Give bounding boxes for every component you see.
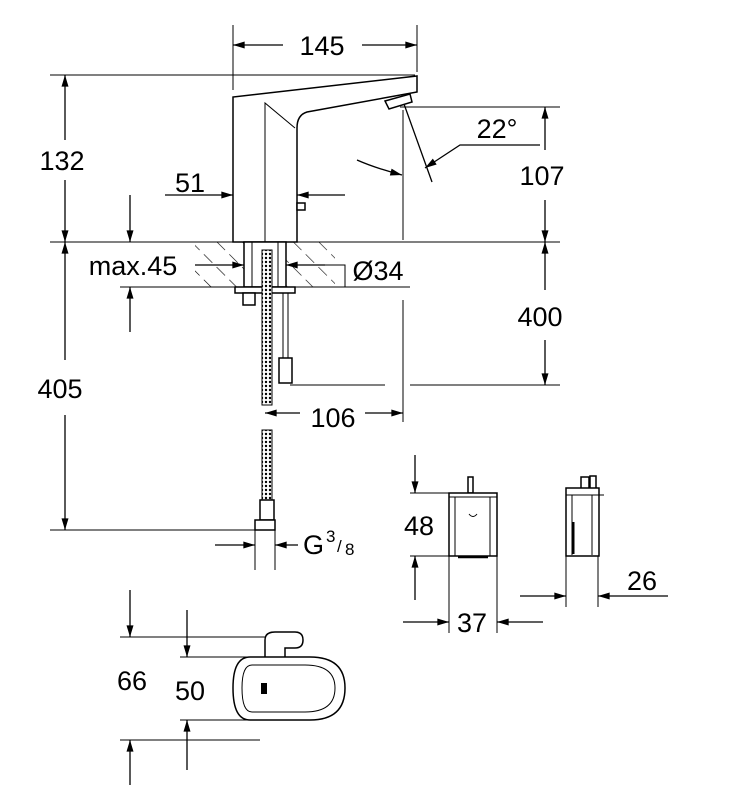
svg-text:8: 8 [345, 540, 354, 559]
dim-thread: G 3 / 8 [303, 527, 354, 560]
battery-box-front [403, 455, 543, 633]
dim-box-width: 37 [457, 608, 487, 638]
hose-lower [261, 429, 273, 503]
dim-base-width: 50 [175, 676, 205, 706]
dim-below-counter: 400 [517, 302, 562, 332]
dim-spout-height: 107 [519, 161, 564, 191]
dim-max-thickness: max.45 [89, 251, 178, 281]
dim-body-width: 51 [175, 168, 205, 198]
faucet-top-view [120, 590, 346, 785]
dim-height-total: 132 [39, 146, 84, 176]
dim-reach: 106 [310, 403, 355, 433]
hose [261, 249, 273, 406]
svg-text:/: / [337, 537, 342, 556]
dim-spout-angle: 22° [477, 114, 518, 144]
dim-hole-diameter: Ø34 [352, 256, 403, 286]
battery-box-side [520, 475, 668, 607]
dim-base-length: 66 [117, 666, 147, 696]
svg-text:3: 3 [326, 527, 335, 546]
dim-box-depth: 26 [627, 566, 657, 596]
dim-box-height: 48 [404, 511, 434, 541]
faucet-side-view [232, 75, 418, 570]
svg-text:G: G [303, 530, 324, 560]
dim-hose-length: 405 [37, 374, 82, 404]
dim-width-top: 145 [299, 31, 344, 61]
dimension-arrows [61, 41, 549, 549]
